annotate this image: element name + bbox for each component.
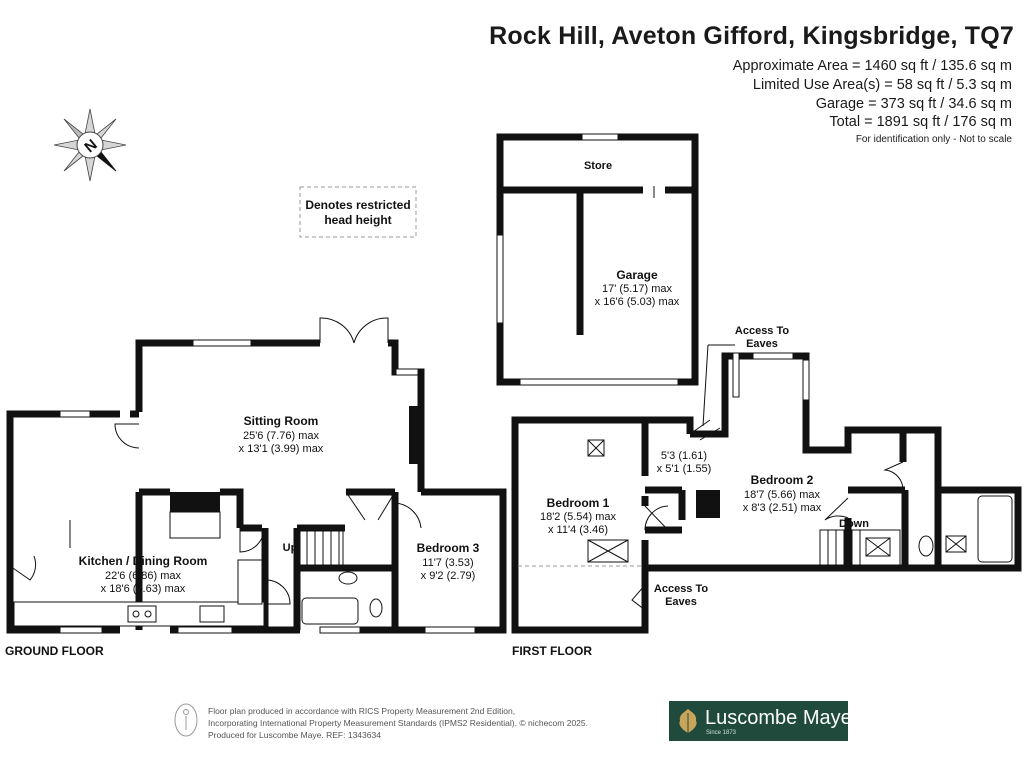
first-floor-label: FIRST FLOOR [512, 644, 592, 658]
bedroom2-label: Bedroom 2 [751, 473, 814, 487]
property-address-title: Rock Hill, Aveton Gifford, Kingsbridge, … [489, 22, 1014, 50]
eaves-top-line2: Eaves [746, 338, 778, 350]
limited-use-area: Limited Use Area(s) = 58 sq ft / 5.3 sq … [752, 77, 1012, 93]
garage-label: Garage [616, 268, 658, 282]
first-floor-windows [732, 352, 810, 401]
bedroom3-dim1: 11'7 (3.53) [422, 557, 473, 569]
footer-text: Floor plan produced in accordance with R… [208, 705, 588, 741]
landing-dim2: x 5'1 (1.55) [657, 463, 712, 475]
footer-line2: Incorporating International Property Mea… [208, 718, 588, 728]
french-doors [319, 317, 389, 344]
eaves-top-line1: Access To [735, 325, 789, 337]
eaves-bottom-line1: Access To [654, 583, 708, 595]
bedroom1-dim1: 18'2 (5.54) max [540, 511, 617, 523]
kitchen-dim2: x 18'6 (5.63) max [101, 583, 186, 595]
bedroom2-dim2: x 8'3 (2.51) max [743, 502, 822, 514]
ground-bathroom-fixtures [301, 571, 383, 625]
kitchen-label: Kitchen / Dining Room [79, 554, 208, 568]
bedroom1-dim2: x 11'4 (3.46) [548, 524, 608, 536]
approximate-area: Approximate Area = 1460 sq ft / 135.6 sq… [732, 58, 1012, 74]
total-area: Total = 1891 sq ft / 176 sq m [829, 114, 1012, 130]
garage-dim2: x 16'6 (5.03) max [595, 296, 680, 308]
bedroom3-label: Bedroom 3 [417, 541, 480, 555]
sitting-chimney [409, 406, 421, 464]
sitting-room-label: Sitting Room [244, 414, 319, 428]
garage-openings [496, 133, 679, 386]
first-floor-walls [511, 352, 1022, 634]
ground-stairs [298, 529, 344, 567]
sitting-room-dim1: 25'6 (7.76) max [243, 430, 320, 442]
garage-dim1: 17' (5.17) max [602, 283, 672, 295]
kitchen-chimney [170, 492, 220, 512]
kitchen-dim1: 22'6 (6.86) max [105, 570, 182, 582]
eaves-bottom-line2: Eaves [665, 596, 697, 608]
legend-line1: Denotes restricted [305, 198, 410, 212]
oak-leaf-icon [679, 709, 697, 733]
legend-line2: head height [324, 213, 391, 227]
store-label: Store [584, 160, 612, 172]
ground-floor-doors [9, 423, 422, 605]
garage-walls [496, 133, 699, 386]
ground-floor-windows [59, 339, 476, 634]
first-floor-doors [631, 419, 904, 611]
rics-person-icon [174, 703, 198, 737]
identification-note: For identification only - Not to scale [855, 134, 1012, 145]
restricted-legend-box [299, 186, 417, 238]
stairs-up-label: Up [283, 542, 298, 554]
bedroom3-dim2: x 9'2 (2.79) [421, 570, 476, 582]
landing-dim1: 5'3 (1.61) [661, 450, 707, 462]
brand-since: Since 1873 [706, 730, 737, 736]
footer-line1: Floor plan produced in accordance with R… [208, 706, 516, 716]
ground-floor-label: GROUND FLOOR [5, 644, 104, 658]
garage-area: Garage = 373 sq ft / 34.6 sq m [815, 96, 1012, 112]
brand-logo: Luscombe Maye Since 1873 [669, 701, 852, 741]
first-floor-stairs [819, 529, 901, 567]
first-floor-bathroom-fixtures [918, 495, 1013, 563]
kitchen-units [13, 559, 265, 627]
sitting-room-dim2: x 13'1 (3.99) max [239, 443, 324, 455]
bedroom1-label: Bedroom 1 [547, 496, 610, 510]
footer-line3: Produced for Luscombe Maye. REF: 1343634 [208, 730, 381, 740]
range-cooker [169, 511, 221, 539]
skylights [587, 439, 967, 563]
bedroom2-dim1: 18'7 (5.66) max [744, 489, 821, 501]
north-arrow-icon: N [53, 108, 127, 182]
eaves-pointer-line [702, 344, 709, 427]
stairs-down-label: Down [839, 518, 869, 530]
first-floor-chimney [696, 490, 720, 518]
brand-name: Luscombe Maye [705, 707, 852, 729]
